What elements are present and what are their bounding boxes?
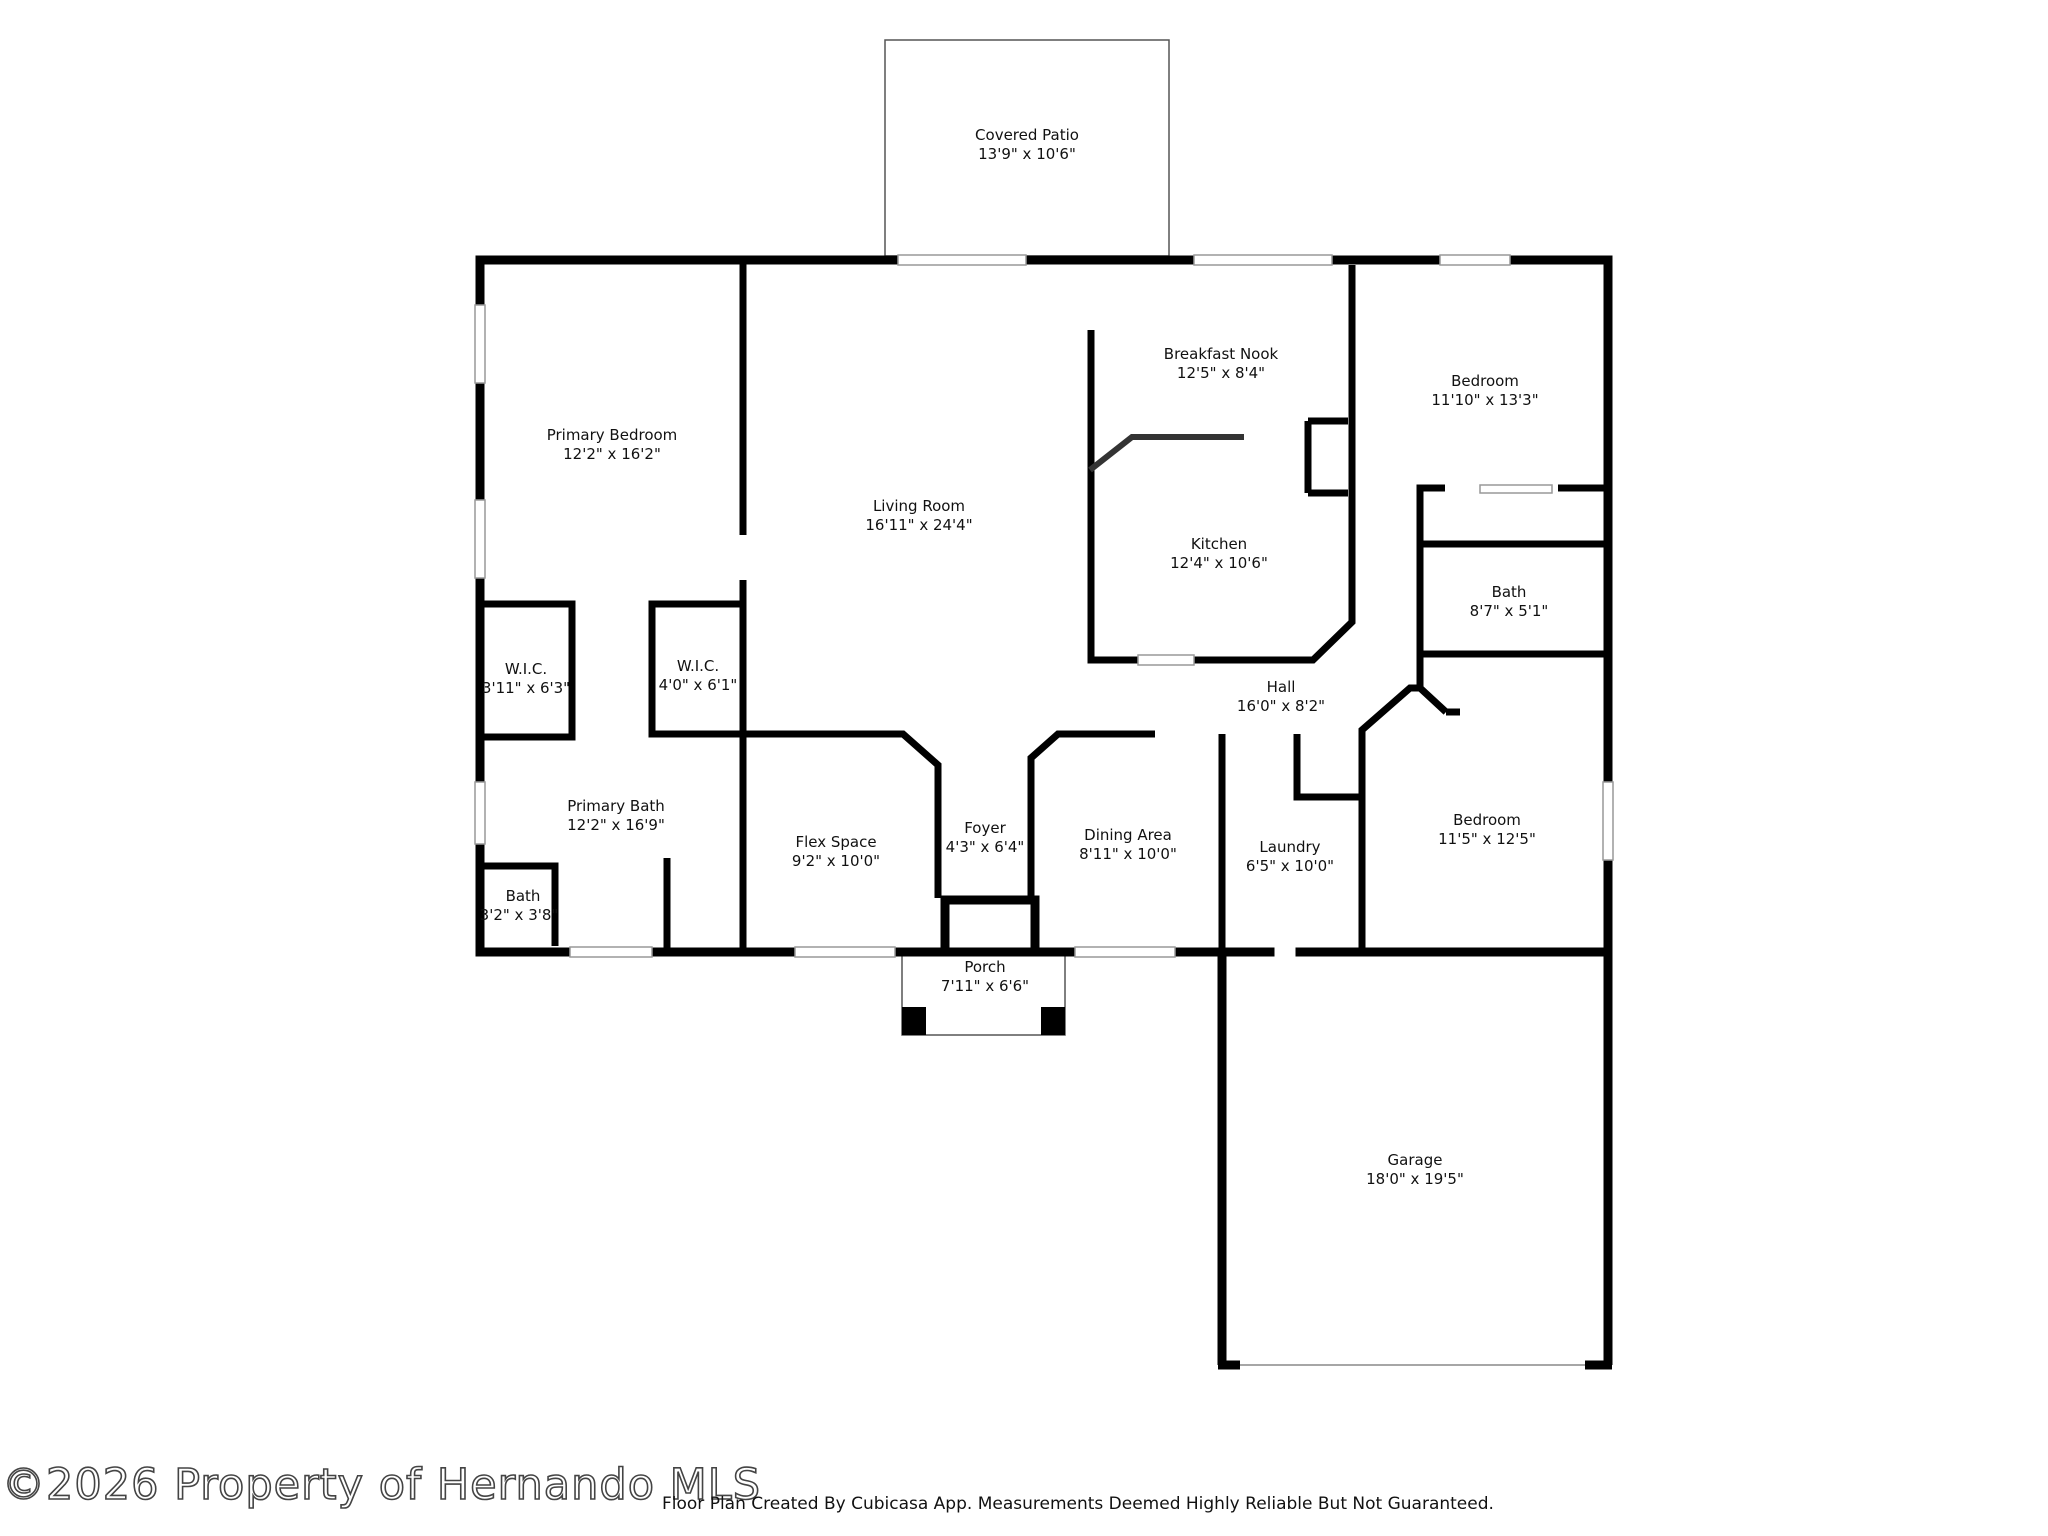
room-flex-space: Flex Space 9'2" x 10'0" bbox=[792, 833, 880, 870]
room-dims: 8'11" x 10'0" bbox=[1079, 845, 1177, 863]
room-dims: 12'2" x 16'2" bbox=[563, 445, 661, 463]
room-foyer: Foyer 4'3" x 6'4" bbox=[946, 819, 1025, 856]
room-dims: 11'10" x 13'3" bbox=[1431, 391, 1538, 409]
room-name: W.I.C. bbox=[505, 660, 547, 678]
room-dims: 7'11" x 6'6" bbox=[941, 977, 1029, 995]
room-dims: 12'4" x 10'6" bbox=[1170, 554, 1268, 572]
interior-walls bbox=[480, 262, 1608, 952]
room-porch: Porch 7'11" x 6'6" bbox=[941, 958, 1029, 995]
room-name: W.I.C. bbox=[677, 657, 719, 675]
room-primary-bath: Primary Bath 12'2" x 16'9" bbox=[567, 797, 665, 834]
room-dims: 16'0" x 8'2" bbox=[1237, 697, 1325, 715]
room-bedroom-se: Bedroom 11'5" x 12'5" bbox=[1438, 811, 1536, 848]
room-name: Breakfast Nook bbox=[1164, 345, 1279, 363]
room-dims: 13'9" x 10'6" bbox=[978, 145, 1076, 163]
room-dims: 8'7" x 5'1" bbox=[1470, 602, 1549, 620]
room-dims: 18'0" x 19'5" bbox=[1366, 1170, 1464, 1188]
porch-post-right bbox=[1041, 1007, 1065, 1035]
room-dining-area: Dining Area 8'11" x 10'0" bbox=[1079, 826, 1177, 863]
room-name: Bath bbox=[506, 887, 541, 905]
room-name: Porch bbox=[964, 958, 1005, 976]
room-dims: 4'0" x 6'1" bbox=[659, 676, 738, 694]
room-dims: 4'3" x 6'4" bbox=[946, 838, 1025, 856]
room-bedroom-ne: Bedroom 11'10" x 13'3" bbox=[1431, 372, 1538, 409]
room-name: Living Room bbox=[873, 497, 965, 515]
room-hall: Hall 16'0" x 8'2" bbox=[1237, 678, 1325, 715]
room-laundry: Laundry 6'5" x 10'0" bbox=[1246, 838, 1334, 875]
disclaimer-note: Floor Plan Created By Cubicasa App. Meas… bbox=[662, 1494, 1494, 1514]
room-dims: 16'11" x 24'4" bbox=[865, 516, 972, 534]
room-kitchen: Kitchen 12'4" x 10'6" bbox=[1170, 535, 1268, 572]
room-name: Foyer bbox=[964, 819, 1006, 837]
room-dims: 12'5" x 8'4" bbox=[1177, 364, 1265, 382]
room-dims: 3'2" x 3'8" bbox=[480, 906, 559, 924]
mls-watermark: ©2026 Property of Hernando MLS bbox=[1, 1459, 762, 1511]
room-name: Dining Area bbox=[1084, 826, 1172, 844]
room-breakfast-nook: Breakfast Nook 12'5" x 8'4" bbox=[1164, 345, 1279, 382]
exterior-walls bbox=[475, 255, 1613, 957]
room-primary-bedroom: Primary Bedroom 12'2" x 16'2" bbox=[547, 426, 678, 463]
room-dims: 9'2" x 10'0" bbox=[792, 852, 880, 870]
room-name: Primary Bedroom bbox=[547, 426, 678, 444]
room-dims: 12'2" x 16'9" bbox=[567, 816, 665, 834]
room-wic-right: W.I.C. 4'0" x 6'1" bbox=[659, 657, 738, 694]
room-bath-small: Bath 3'2" x 3'8" bbox=[480, 887, 559, 924]
room-name: Covered Patio bbox=[975, 126, 1079, 144]
room-name: Kitchen bbox=[1191, 535, 1247, 553]
room-name: Bath bbox=[1492, 583, 1527, 601]
room-wic-left: W.I.C. 3'11" x 6'3" bbox=[482, 660, 570, 697]
room-name: Bedroom bbox=[1453, 811, 1521, 829]
garage-walls bbox=[1217, 952, 1613, 1370]
room-name: Flex Space bbox=[795, 833, 876, 851]
room-name: Hall bbox=[1267, 678, 1296, 696]
room-bath-hall: Bath 8'7" x 5'1" bbox=[1470, 583, 1549, 620]
room-dims: 6'5" x 10'0" bbox=[1246, 857, 1334, 875]
kitchen-counter bbox=[1088, 434, 1244, 473]
room-garage: Garage 18'0" x 19'5" bbox=[1366, 1151, 1464, 1188]
room-name: Laundry bbox=[1259, 838, 1320, 856]
room-dims: 3'11" x 6'3" bbox=[482, 679, 570, 697]
porch-post-left bbox=[902, 1007, 926, 1035]
room-covered-patio: Covered Patio 13'9" x 10'6" bbox=[975, 126, 1079, 163]
windows bbox=[474, 254, 1614, 958]
room-name: Bedroom bbox=[1451, 372, 1519, 390]
room-living-room: Living Room 16'11" x 24'4" bbox=[865, 497, 972, 534]
room-name: Primary Bath bbox=[567, 797, 665, 815]
room-name: Garage bbox=[1388, 1151, 1443, 1169]
room-dims: 11'5" x 12'5" bbox=[1438, 830, 1536, 848]
